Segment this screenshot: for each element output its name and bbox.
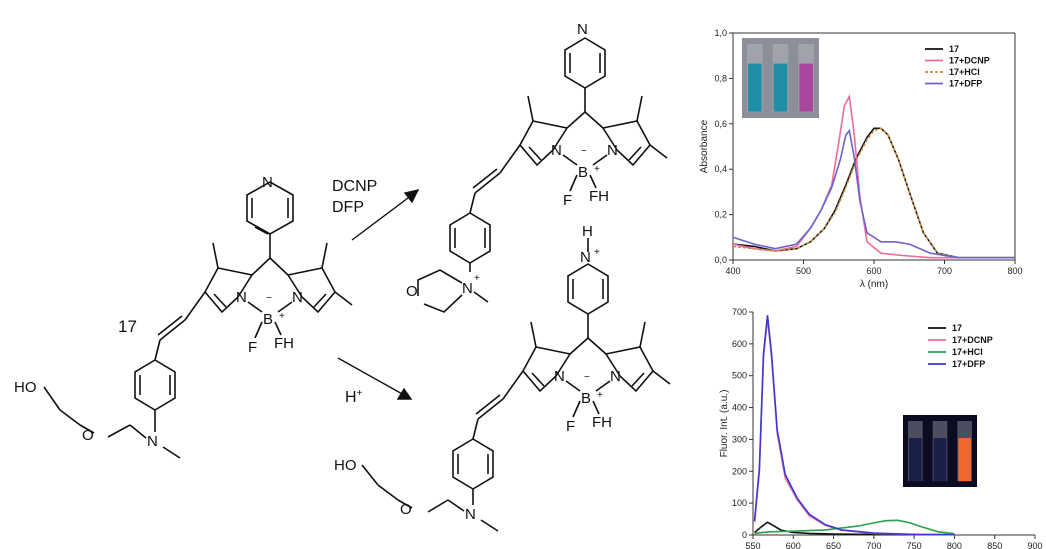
compound-label: 17	[118, 317, 137, 336]
boron-plus: +	[279, 311, 285, 322]
reaction-arrow-top	[351, 188, 420, 241]
x-tick-label: 600	[786, 541, 801, 549]
y-tick-label: 0,6	[714, 119, 727, 129]
y-tick-label: 1,0	[714, 28, 727, 38]
cuvette-solution	[933, 438, 947, 482]
morpholine-o-atom: O	[406, 283, 418, 300]
y-tick-label: 0	[742, 530, 747, 540]
fh-group-p1: FH	[589, 188, 609, 205]
fluorine-atom: F	[248, 339, 257, 356]
product-pyridinium-structure	[361, 238, 671, 532]
core-n-right: N	[292, 289, 303, 306]
core-n-left-p1: N	[551, 142, 562, 159]
legend-entry: 17+DCNP	[949, 56, 990, 66]
pyridine-n-atom: N	[262, 174, 273, 191]
boron-plus-p1: +	[594, 164, 600, 175]
reagent-proton: H+	[345, 388, 363, 406]
amine-n-atom-p2: N	[465, 506, 476, 523]
ether-o-atom-p2: O	[400, 501, 412, 518]
series-line-2	[754, 519, 955, 535]
core-n-left: N	[236, 289, 247, 306]
morpholinium-plus: +	[474, 273, 480, 284]
x-tick-label: 650	[826, 541, 841, 549]
series-line-3	[732, 128, 1015, 259]
hydroxyl-group-p2: HO	[334, 457, 357, 474]
x-tick-label: 550	[745, 541, 760, 549]
pyridinium-plus: +	[594, 247, 600, 258]
pyridinium-n-atom: N	[580, 249, 591, 266]
boron-plus-p2: +	[597, 390, 603, 401]
reagent-dcnp: DCNP	[332, 178, 377, 195]
reagent-dfp: DFP	[332, 199, 364, 216]
y-tick-label: 0,4	[714, 164, 727, 174]
reaction-arrow-bottom	[337, 357, 413, 400]
boron-atom-p1: B	[578, 164, 588, 181]
legend-entry: 17	[952, 323, 962, 333]
legend-entry: 17+HCl	[952, 347, 983, 357]
fluorine-atom-p2: F	[566, 418, 575, 435]
x-tick-label: 800	[947, 541, 962, 549]
morpholinium-n-atom: N	[462, 280, 473, 297]
legend-entry: 17	[949, 44, 959, 54]
cuvette-solution	[909, 438, 922, 482]
series-line-1	[732, 94, 1015, 259]
series-line-3	[753, 315, 955, 536]
legend-entry: 17+DFP	[949, 79, 982, 89]
legend-entry: 17+HCl	[949, 67, 980, 77]
y-tick-label: 100	[732, 498, 747, 508]
boron-minus-p2: −	[584, 372, 590, 383]
y-tick-label: 0,8	[714, 73, 727, 83]
y-axis-label: Fluor. Int. (a.u.)	[719, 390, 730, 458]
y-tick-label: 600	[732, 339, 747, 349]
x-tick-label: 500	[796, 266, 811, 276]
y-tick-label: 0,0	[714, 255, 727, 265]
pyridine-n-atom-p1: N	[577, 21, 588, 38]
ether-o-atom: O	[82, 427, 94, 444]
y-tick-label: 500	[732, 371, 747, 381]
legend-entry: 17+DCNP	[952, 335, 993, 345]
pyridinium-h-atom: H	[582, 223, 593, 240]
cuvette-solution	[799, 63, 813, 112]
series-line-0	[754, 521, 955, 536]
x-tick-label: 900	[1027, 541, 1042, 549]
amine-n-atom: N	[147, 433, 158, 450]
y-tick-label: 300	[732, 434, 747, 444]
core-n-right-p1: N	[607, 142, 618, 159]
y-axis-label: Absorbance	[699, 119, 710, 173]
cuvette-solution	[748, 63, 762, 112]
boron-atom: B	[263, 311, 273, 328]
compound-17-structure	[43, 181, 353, 459]
fluorine-atom-p1: F	[563, 192, 572, 209]
cuvette-solution	[958, 438, 971, 482]
series-line-2	[732, 127, 1015, 259]
x-tick-label: 800	[1007, 266, 1022, 276]
core-n-right-p2: N	[610, 368, 621, 385]
y-tick-label: 400	[732, 403, 747, 413]
x-tick-label: 400	[725, 266, 740, 276]
fh-group-p2: FH	[592, 414, 612, 431]
boron-minus-p1: −	[581, 146, 587, 157]
boron-minus: −	[266, 293, 272, 304]
series-line-0	[732, 127, 1015, 259]
x-axis-label: λ (nm)	[860, 279, 888, 290]
y-tick-label: 0,2	[714, 210, 727, 220]
x-tick-label: 700	[937, 266, 952, 276]
fh-group: FH	[274, 335, 294, 352]
cuvette-solution	[773, 63, 788, 112]
y-tick-label: 700	[732, 307, 747, 317]
boron-atom-p2: B	[581, 390, 591, 407]
y-tick-label: 200	[732, 466, 747, 476]
x-tick-label: 600	[866, 266, 881, 276]
core-n-left-p2: N	[554, 368, 565, 385]
x-tick-label: 850	[987, 541, 1002, 549]
fluorescence-chart: 550 600 650 700 750 800 850 900 0 100 200 300 400 500…	[719, 307, 1043, 549]
product-morpholinium-structure	[417, 37, 668, 313]
x-tick-label: 750	[907, 541, 922, 549]
x-tick-label: 700	[866, 541, 881, 549]
legend-entry: 17+DFP	[952, 359, 985, 369]
absorbance-chart: 400 500 600 700 800 0,0 0,2 0,4 0,6 0,8 1,0 λ (nm) A…	[699, 28, 1023, 290]
hydroxyl-group: HO	[14, 379, 37, 396]
